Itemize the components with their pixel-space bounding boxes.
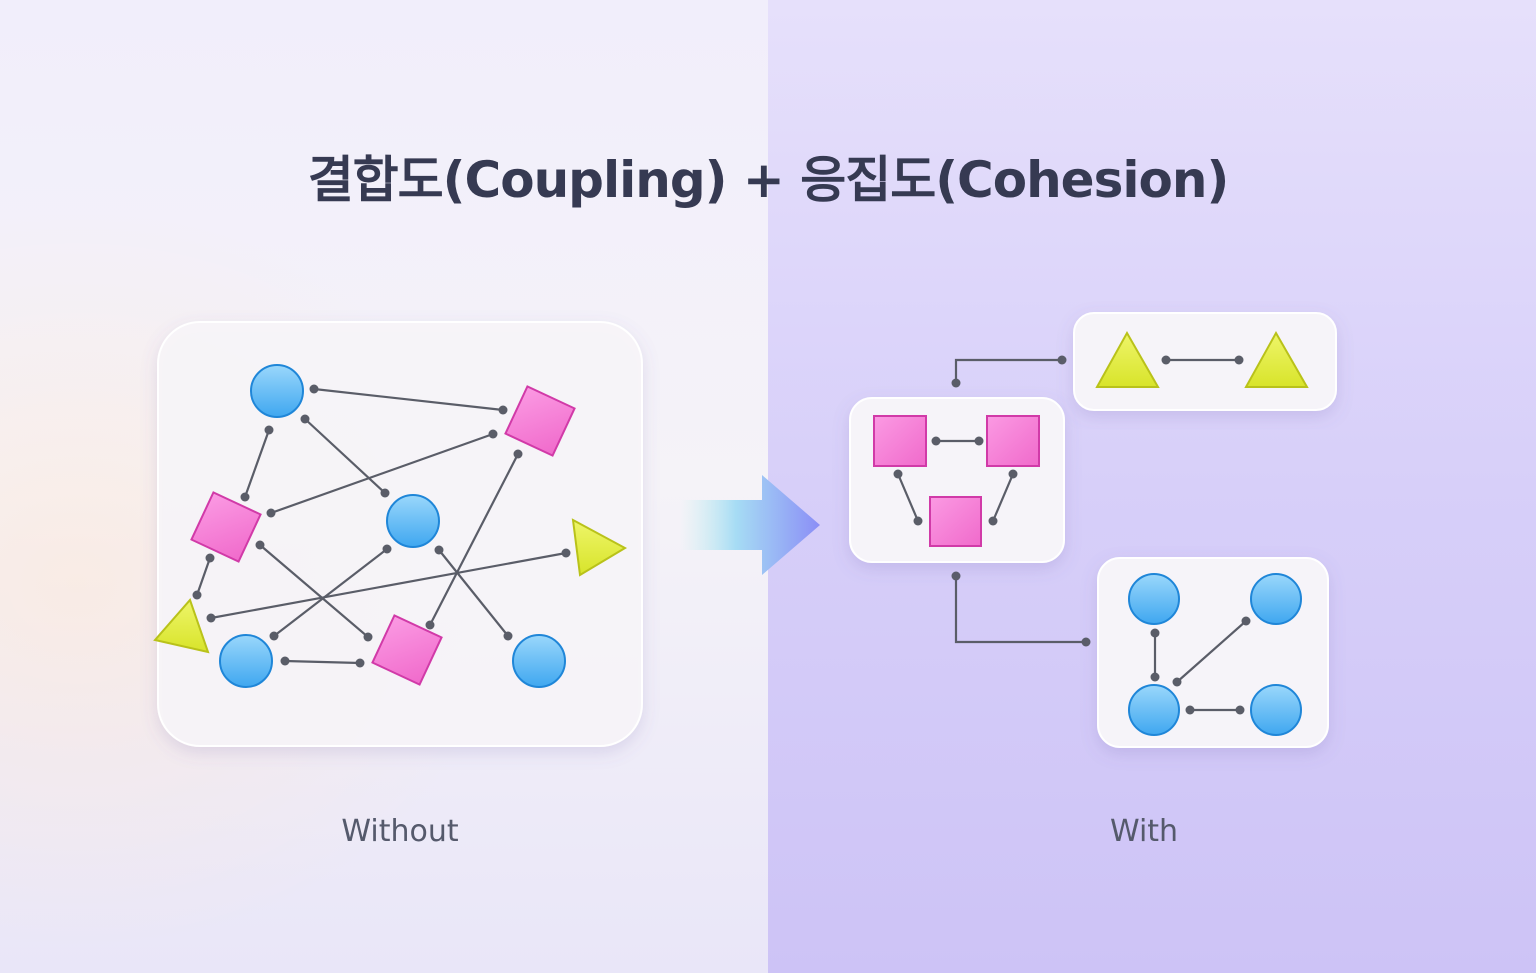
module-connectors — [954, 358, 1086, 644]
triangle-node — [1095, 330, 1160, 388]
square-node — [873, 415, 927, 467]
square-node — [190, 491, 262, 563]
without-edges — [192, 384, 571, 668]
square-node — [371, 614, 443, 686]
with-label: With — [1109, 814, 1179, 849]
page-title: 결합도(Coupling) + 응집도(Cohesion) — [307, 151, 1230, 209]
circle-node — [1250, 684, 1302, 736]
square-node — [986, 415, 1040, 467]
triangle-node — [153, 598, 210, 654]
circle-node — [512, 634, 566, 688]
triangle-node — [1244, 330, 1309, 388]
circle-node — [1128, 573, 1180, 625]
circle-node — [1128, 684, 1180, 736]
triangle-node — [571, 518, 628, 577]
without-label: Without — [341, 814, 459, 849]
square-node — [504, 385, 576, 457]
arrow-icon — [680, 475, 820, 575]
square-node — [929, 496, 982, 547]
circle-node — [1250, 573, 1302, 625]
circle-node — [219, 634, 273, 688]
circle-node — [386, 494, 440, 548]
circle-node — [250, 364, 304, 418]
